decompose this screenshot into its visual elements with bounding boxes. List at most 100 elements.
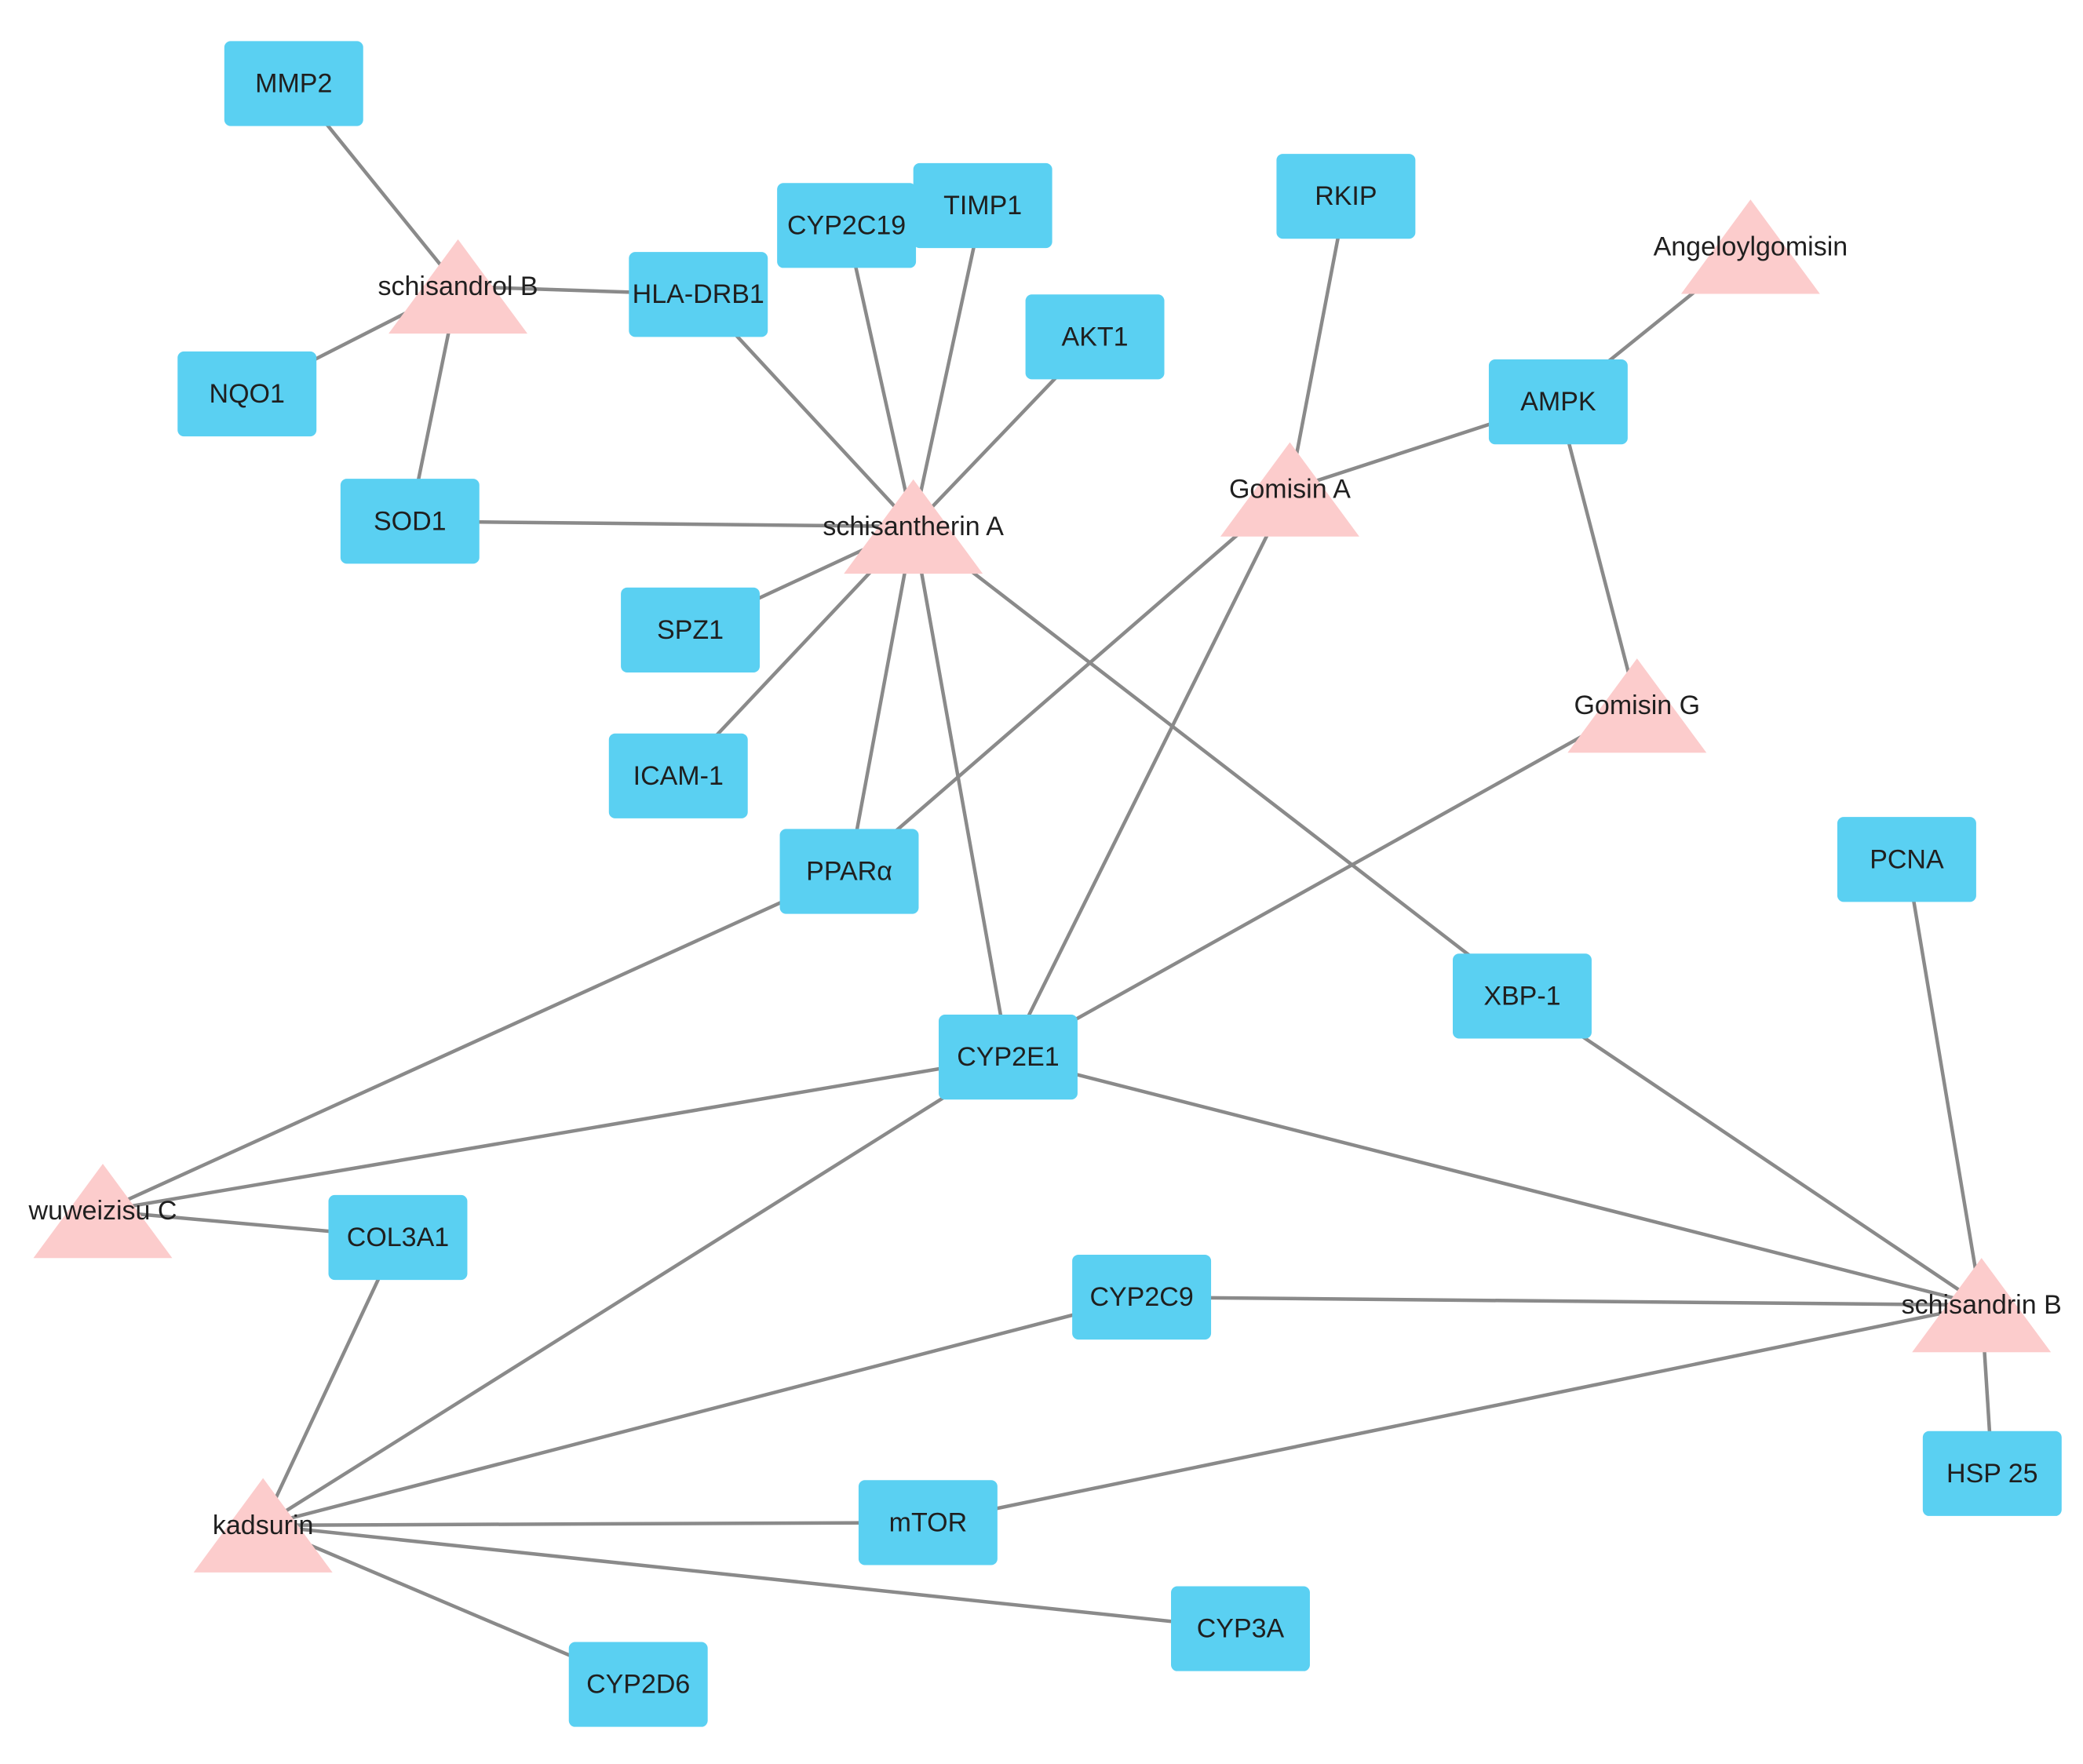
edge-CYP2E1-gomisinA	[1006, 488, 1292, 1059]
target-node-RKIP[interactable]: RKIP	[1276, 154, 1416, 239]
target-box	[1452, 953, 1592, 1039]
target-label: XBP-1	[1483, 981, 1560, 1011]
edge-AMPK-gomisinG	[1556, 401, 1639, 706]
compound-label: schisandrol B	[378, 272, 538, 301]
target-box	[177, 351, 317, 437]
target-box	[328, 1194, 468, 1281]
target-node-CYP2C9[interactable]: CYP2C9	[1072, 1254, 1212, 1340]
compound-label: Gomisin A	[1229, 475, 1351, 505]
target-label: PCNA	[1870, 844, 1944, 874]
target-label: CYP2C9	[1089, 1282, 1193, 1312]
target-box	[340, 479, 480, 564]
edge-CYP2C9-kadsurin	[262, 1295, 1143, 1527]
compound-triangle	[389, 239, 528, 334]
target-node-HLA-DRB1[interactable]: HLA-DRB1	[629, 252, 768, 337]
target-node-MMP2[interactable]: MMP2	[224, 41, 363, 126]
target-box	[779, 829, 919, 914]
edge-TIMP1-schisantherinA	[911, 205, 985, 527]
target-box	[1922, 1431, 2062, 1516]
target-node-SOD1[interactable]: SOD1	[340, 479, 480, 564]
target-box	[621, 587, 761, 672]
compound-node-schisandrolB[interactable]: schisandrol B	[378, 239, 538, 334]
target-node-CYP2E1[interactable]: CYP2E1	[939, 1015, 1078, 1100]
compound-triangle	[1912, 1258, 2052, 1353]
target-node-AMPK[interactable]: AMPK	[1488, 359, 1628, 445]
target-node-XBP-1[interactable]: XBP-1	[1452, 953, 1592, 1039]
target-node-SPZ1[interactable]: SPZ1	[621, 587, 761, 672]
target-box	[939, 1015, 1078, 1100]
edge-PPARa-gomisinA	[848, 487, 1291, 873]
target-node-PCNA[interactable]: PCNA	[1837, 817, 1976, 902]
edge-CYP2E1-schisantherinA	[911, 526, 1010, 1058]
target-node-AKT1[interactable]: AKT1	[1025, 294, 1165, 380]
target-label: CYP2D6	[586, 1670, 690, 1700]
edge-CYP2C19-schisantherinA	[845, 224, 915, 527]
edge-PPARa-schisantherinA	[847, 526, 915, 872]
compound-node-kadsurin[interactable]: kadsurin	[193, 1478, 333, 1573]
target-node-PPARa[interactable]: PPARα	[779, 829, 919, 914]
edge-PPARa-wuweizisuC	[102, 869, 850, 1213]
compound-label: kadsurin	[213, 1511, 314, 1540]
edge-mTOR-schisandrinB	[927, 1303, 1983, 1525]
target-label: MMP2	[255, 68, 332, 98]
target-node-mTOR[interactable]: mTOR	[858, 1480, 998, 1565]
compound-node-schisantherinA[interactable]: schisantherin A	[823, 479, 1004, 574]
target-box	[1837, 817, 1976, 902]
target-label: CYP3A	[1197, 1614, 1285, 1644]
compound-triangle	[844, 479, 983, 574]
edge-CYP2E1-wuweizisuC	[102, 1055, 1009, 1213]
target-box	[1171, 1586, 1310, 1671]
compound-label: schisandrin B	[1902, 1290, 2062, 1320]
target-label: TIMP1	[943, 191, 1022, 220]
target-label: mTOR	[889, 1507, 967, 1537]
compound-node-wuweizisuC[interactable]: wuweizisu C	[28, 1164, 177, 1259]
compound-triangle	[33, 1164, 173, 1259]
edge-CYP2E1-kadsurin	[261, 1055, 1009, 1527]
target-label: HLA-DRB1	[633, 279, 764, 309]
target-node-CYP2D6[interactable]: CYP2D6	[568, 1642, 708, 1727]
edge-COL3A1-kadsurin	[261, 1237, 400, 1526]
edge-RKIP-gomisinA	[1288, 195, 1348, 490]
compound-label: wuweizisu C	[28, 1196, 177, 1226]
target-box	[629, 252, 768, 337]
target-node-TIMP1[interactable]: TIMP1	[913, 162, 1052, 249]
target-label: PPARα	[806, 856, 892, 886]
compound-node-gomisinA[interactable]: Gomisin A	[1220, 442, 1359, 537]
target-box	[1488, 359, 1628, 445]
compound-label: schisantherin A	[823, 512, 1004, 541]
edge-CYP3A-kadsurin	[262, 1523, 1241, 1631]
target-node-CYP3A[interactable]: CYP3A	[1171, 1586, 1310, 1671]
target-box	[1276, 154, 1416, 239]
target-label: ICAM-1	[633, 761, 724, 791]
edges-layer	[102, 82, 1994, 1686]
compound-label: Angeloylgomisin	[1654, 231, 1848, 261]
target-node-NQO1[interactable]: NQO1	[177, 351, 317, 437]
target-box	[1025, 294, 1165, 380]
edge-XBP-1-schisantherinA	[912, 525, 1523, 998]
compound-node-angeloylgomisin[interactable]: Angeloylgomisin	[1654, 199, 1848, 294]
target-box	[858, 1480, 998, 1565]
edge-CYP2E1-schisandrinB	[1007, 1055, 1983, 1307]
target-label: SOD1	[374, 506, 447, 536]
compound-triangle	[193, 1478, 333, 1573]
target-label: CYP2C19	[787, 210, 906, 240]
target-node-CYP2C19[interactable]: CYP2C19	[777, 183, 917, 268]
target-label: COL3A1	[347, 1223, 449, 1252]
compound-node-gomisinG[interactable]: Gomisin G	[1567, 658, 1707, 753]
target-node-COL3A1[interactable]: COL3A1	[328, 1194, 468, 1281]
target-box	[913, 162, 1052, 249]
compound-triangle	[1567, 658, 1707, 753]
edge-CYP2C9-schisandrinB	[1141, 1295, 1982, 1307]
target-box	[568, 1642, 708, 1727]
target-label: RKIP	[1315, 181, 1377, 211]
target-box	[224, 41, 363, 126]
edge-mTOR-kadsurin	[263, 1521, 928, 1528]
compound-node-schisandrinB[interactable]: schisandrin B	[1902, 1258, 2062, 1353]
target-label: HSP 25	[1946, 1459, 2038, 1489]
compound-triangle	[1220, 442, 1359, 537]
target-box	[608, 733, 748, 818]
target-label: NQO1	[210, 379, 285, 409]
target-node-HSP25[interactable]: HSP 25	[1922, 1431, 2062, 1516]
target-node-ICAM-1[interactable]: ICAM-1	[608, 733, 748, 818]
